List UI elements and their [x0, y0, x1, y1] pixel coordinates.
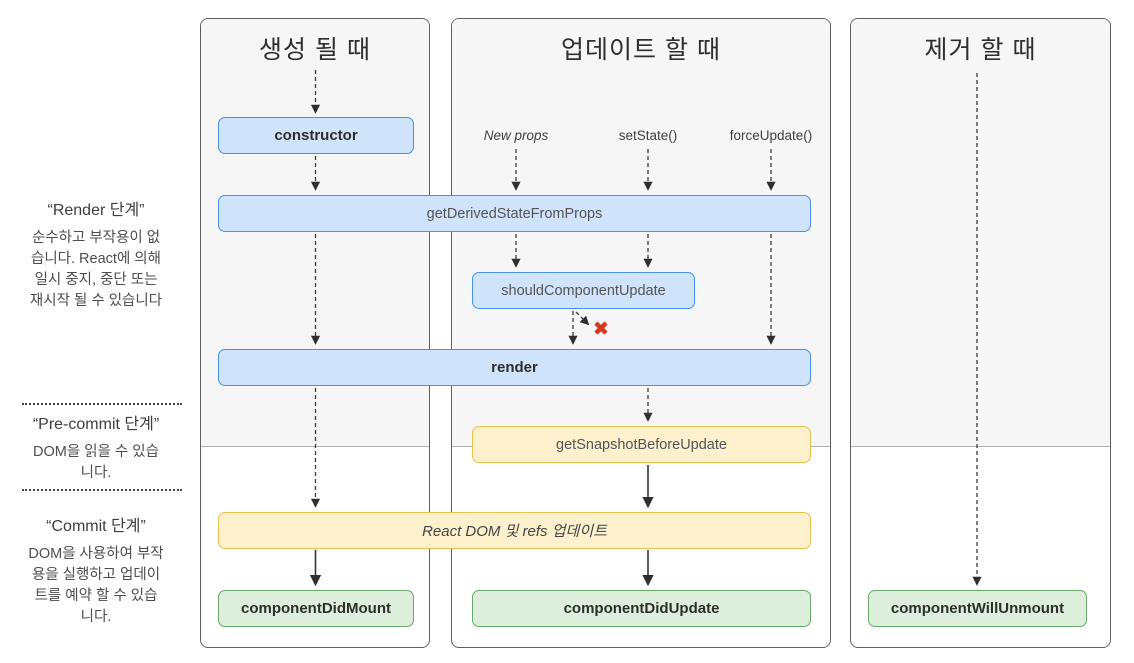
- method-box-componentwillunmount[interactable]: componentWillUnmount: [868, 590, 1087, 627]
- method-label: componentWillUnmount: [890, 600, 1065, 617]
- phase-note-commit: “Commit 단계” DOM을 사용하여 부작 용을 실행하고 업데이 트를 …: [2, 512, 190, 628]
- column-title-unmounting: 제거 할 때: [924, 36, 1037, 64]
- trigger-label-forceupdate: forceUpdate(): [729, 128, 813, 143]
- phase-description-line: DOM을 읽을 수 있습: [33, 444, 159, 460]
- method-box-componentdidmount[interactable]: componentDidMount: [218, 590, 414, 627]
- method-label: constructor: [274, 127, 358, 144]
- method-box-getsnapshotbeforeupdate[interactable]: getSnapshotBeforeUpdate: [472, 426, 811, 463]
- column-title-updating: 업데이트 할 때: [561, 36, 721, 64]
- method-label: getSnapshotBeforeUpdate: [556, 436, 727, 453]
- box-label: React DOM 및 refs 업데이트: [422, 523, 607, 540]
- trigger-label-new-props: New props: [483, 128, 549, 143]
- phase-title: “Commit 단계”: [46, 518, 146, 535]
- method-label: getDerivedStateFromProps: [426, 205, 603, 222]
- phase-note-render: “Render 단계” 순수하고 부작용이 없 습니다. React에 의해 일…: [2, 196, 190, 312]
- render-phase-background: [851, 19, 1110, 447]
- abort-x-icon: ✖: [593, 319, 609, 340]
- method-label: componentDidMount: [241, 600, 391, 617]
- method-label: render: [491, 359, 538, 376]
- phase-description-line: 니다.: [80, 609, 112, 625]
- phase-title: “Render 단계”: [47, 202, 145, 219]
- method-box-constructor[interactable]: constructor: [218, 117, 414, 154]
- phase-description-line: 용을 실행하고 업데이: [31, 567, 161, 583]
- trigger-label-setstate: setState(): [618, 128, 678, 143]
- phase-description-line: DOM을 사용하여 부작: [28, 546, 164, 562]
- phase-divider: [22, 489, 182, 491]
- method-box-getderivedstatefromprops[interactable]: getDerivedStateFromProps: [218, 195, 811, 232]
- phase-description-line: 순수하고 부작용이 없: [31, 230, 161, 246]
- method-label: shouldComponentUpdate: [501, 282, 666, 299]
- phase-description-line: 일시 중지, 중단 또는: [34, 272, 158, 288]
- phase-divider: [22, 403, 182, 405]
- method-box-render[interactable]: render: [218, 349, 811, 386]
- phase-description-line: 트를 예약 할 수 있습: [34, 588, 158, 604]
- column-title-mounting: 생성 될 때: [259, 36, 371, 64]
- phase-description-line: 습니다. React에 의해: [30, 251, 161, 267]
- method-label: componentDidUpdate: [563, 600, 720, 617]
- phase-description-line: 재시작 될 수 있습니다: [29, 293, 163, 309]
- column-unmounting: [850, 18, 1111, 648]
- box-react-dom-refs-update: React DOM 및 refs 업데이트: [218, 512, 811, 549]
- method-box-shouldcomponentupdate[interactable]: shouldComponentUpdate: [472, 272, 695, 309]
- method-box-componentdidupdate[interactable]: componentDidUpdate: [472, 590, 811, 627]
- phase-note-precommit: “Pre-commit 단계” DOM을 읽을 수 있습 니다.: [2, 410, 190, 484]
- phase-description-line: 니다.: [80, 465, 112, 481]
- phase-title: “Pre-commit 단계”: [32, 416, 160, 433]
- arrows-group: [309, 70, 982, 587]
